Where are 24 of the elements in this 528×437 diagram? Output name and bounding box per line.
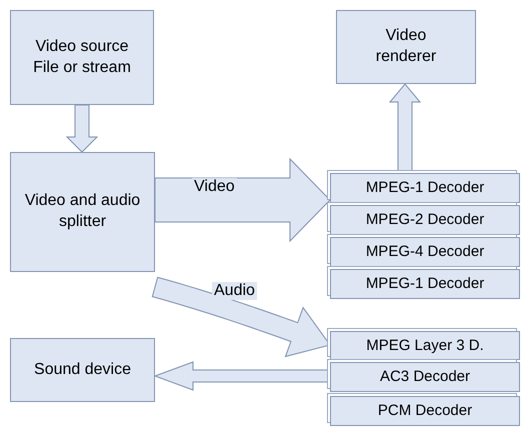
node-label: MPEG-4 Decoder: [364, 242, 486, 262]
node-label: Video and audio splitter: [24, 191, 142, 232]
node-label: Sound device: [33, 360, 132, 380]
node-label: Video source File or stream: [32, 36, 132, 78]
node-label: MPEG-2 Decoder: [364, 210, 486, 230]
device-box: [10, 338, 155, 402]
renderer-box: [336, 10, 476, 84]
source-box: [10, 10, 154, 105]
node-label: MPEG Layer 3 D.: [365, 336, 485, 356]
decoder-box: [330, 237, 520, 267]
decoder-box: [330, 173, 520, 203]
node-label: PCM Decoder: [376, 401, 474, 421]
node-label: MPEG-1 Decoder: [364, 274, 486, 294]
node-label: AC3 Decoder: [378, 367, 472, 387]
decoder-box: [330, 362, 520, 392]
node-label: Video renderer: [374, 26, 438, 67]
node-label: MPEG-1 Decoder: [364, 178, 486, 198]
edge-label: Audio: [212, 282, 257, 300]
decoder-box: [330, 205, 520, 235]
decoder-box: [330, 269, 520, 299]
decoder-box: [330, 396, 520, 426]
splitter-box: [10, 152, 155, 272]
decoder-box: [330, 331, 520, 360]
block-arrow: [66, 104, 98, 153]
